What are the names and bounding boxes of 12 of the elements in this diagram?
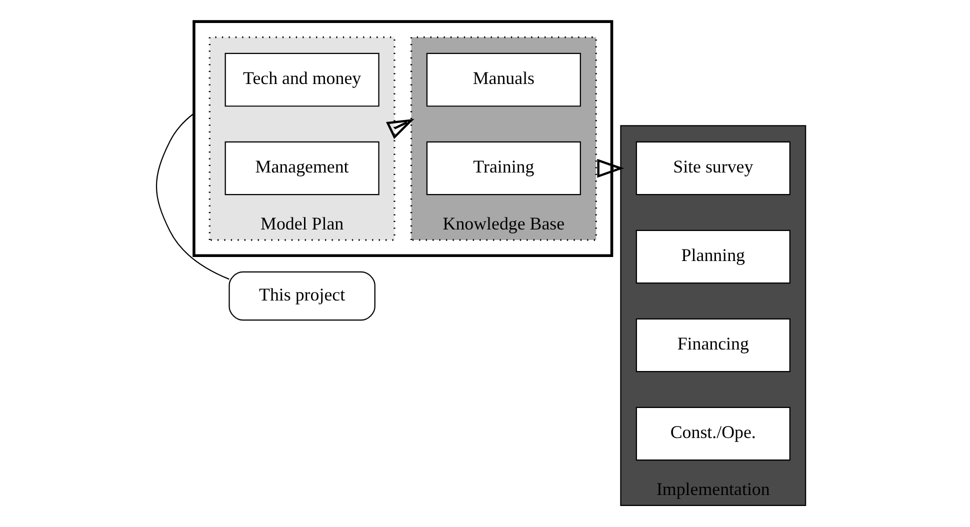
- arrow: [386, 118, 414, 140]
- node-box: Management: [224, 141, 379, 196]
- node-box: Tech and money: [224, 52, 379, 107]
- node-box: Planning: [635, 230, 790, 284]
- node-box: Training: [426, 141, 580, 196]
- arrow: [596, 158, 624, 178]
- node-box: Site survey: [635, 141, 790, 196]
- node-box: Manuals: [426, 52, 580, 107]
- node-box: This project: [228, 271, 375, 321]
- connector: [155, 112, 229, 280]
- node-box: Financing: [635, 318, 790, 372]
- node-box: Const./Ope.: [635, 406, 790, 461]
